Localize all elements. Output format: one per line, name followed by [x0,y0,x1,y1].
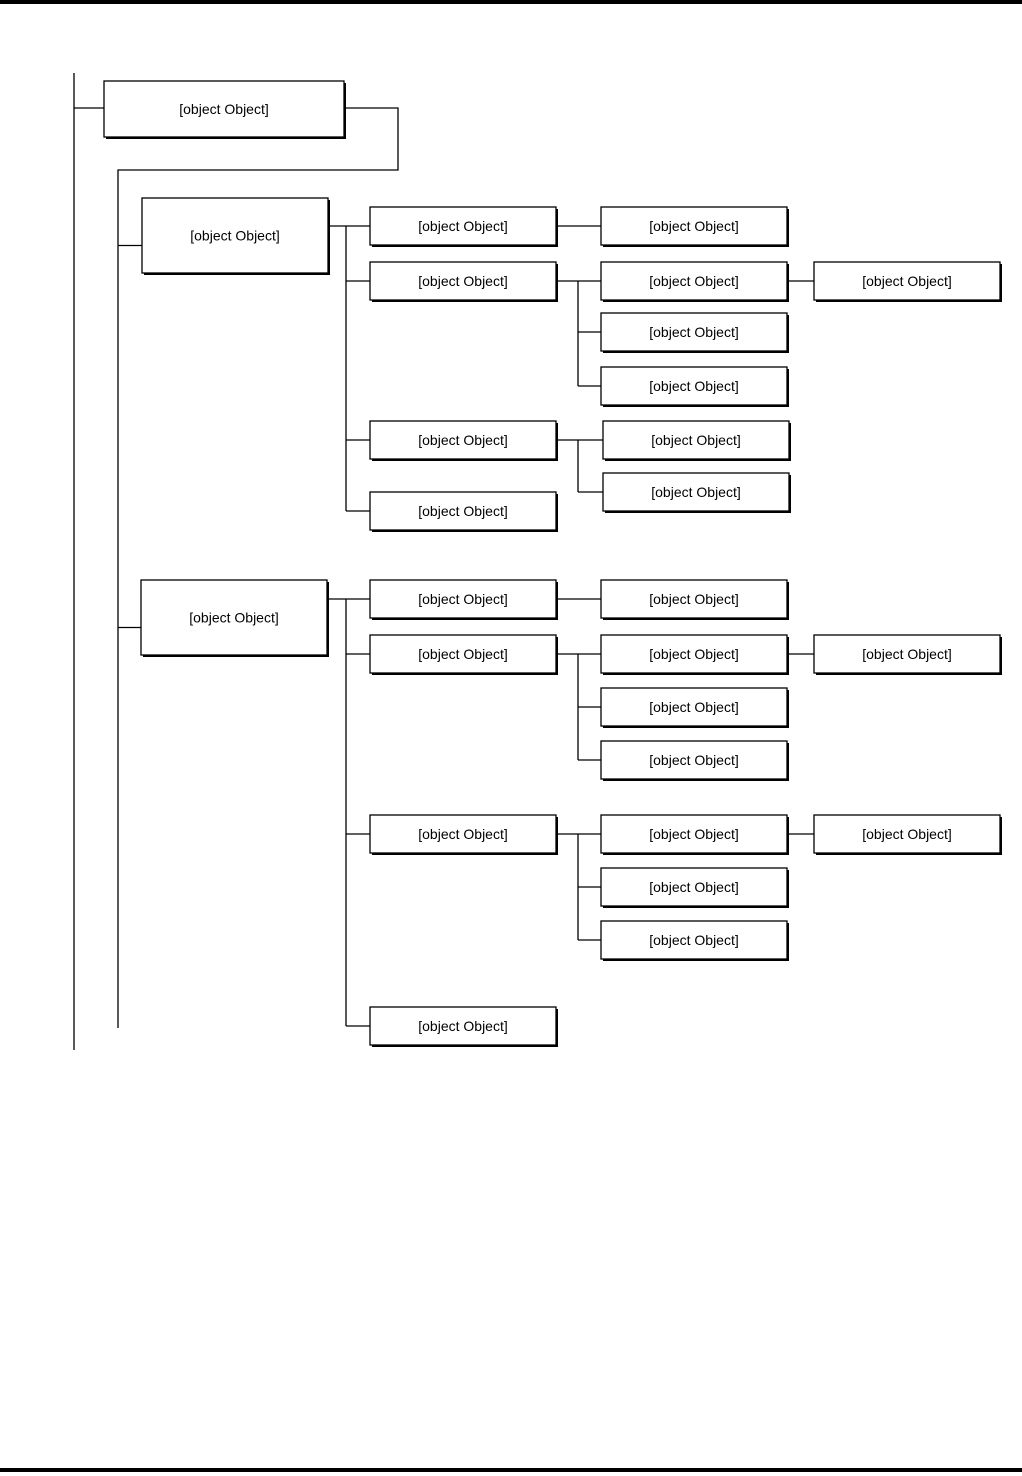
node-label: [object Object] [649,699,739,715]
level3-node-1-3-2: [object Object] [602,472,791,513]
node-label: [object Object] [190,228,280,244]
node-box [600,740,788,780]
node-label: [object Object] [418,273,508,289]
level3-node-1-2-3: [object Object] [600,366,789,407]
node-label: [object Object] [862,273,952,289]
node-box [600,261,788,301]
node-box [369,579,557,619]
node-box [602,472,790,512]
level3-node-1-2-2: [object Object] [600,312,789,353]
level3-node-2-2-3: [object Object] [600,740,789,781]
node-box [369,634,557,674]
node-label: [object Object] [418,646,508,662]
level3-node-2-3-2: [object Object] [600,867,789,908]
node-box [369,206,557,246]
node-label: [object Object] [418,503,508,519]
top-page-rule [0,0,1022,4]
node-box [369,261,557,301]
root-to-branch-connector [117,107,399,1028]
level2-node-1-1: [object Object] [369,206,558,247]
level3-node-2-3-1: [object Object] [600,814,789,855]
node-label: [object Object] [862,646,952,662]
node-label: [object Object] [418,218,508,234]
node-box [103,80,345,138]
node-box [600,579,788,619]
node-label: [object Object] [418,432,508,448]
node-label: [object Object] [649,273,739,289]
node-label: [object Object] [649,218,739,234]
node-box [369,420,557,460]
node-label: [object Object] [189,610,279,626]
node-label: [object Object] [649,879,739,895]
node-box [600,867,788,907]
node-box [600,366,788,406]
node-box [600,634,788,674]
level2-node-2-2: [object Object] [369,634,558,675]
node-box [813,814,1001,854]
connector-lines [73,73,814,1050]
bottom-page-rule [0,1468,1022,1472]
node-label: [object Object] [649,591,739,607]
node-box [600,206,788,246]
node-label: [object Object] [418,1018,508,1034]
node-label: [object Object] [649,932,739,948]
level3-node-2-2-2: [object Object] [600,687,789,728]
level3-node-2-3-3: [object Object] [600,920,789,961]
level3-node-2-1-1: [object Object] [600,579,789,620]
node-label: [object Object] [651,484,741,500]
node-label: [object Object] [179,101,269,117]
level3-node-2-2-1: [object Object] [600,634,789,675]
level2-node-2-1: [object Object] [369,579,558,620]
node-label: [object Object] [649,826,739,842]
node-label: [object Object] [649,646,739,662]
level2-node-2-4: [object Object] [369,1006,558,1047]
branch-node-2: [object Object] [140,579,329,657]
level2-node-1-2: [object Object] [369,261,558,302]
level3-node-1-1-1: [object Object] [600,206,789,247]
node-label: [object Object] [651,432,741,448]
node-box [369,814,557,854]
node-box [369,1006,557,1046]
node-box [141,197,329,274]
node-box [600,814,788,854]
root-node: [object Object] [103,80,346,139]
level4-node-2-3-1: [object Object] [813,814,1002,855]
level2-node-1-4: [object Object] [369,491,558,532]
level4-node-1-2-1: [object Object] [813,261,1002,302]
level2-node-1-3: [object Object] [369,420,558,461]
level3-node-1-2-1: [object Object] [600,261,789,302]
diagram-nodes: [object Object] [object Object] [object Ob… [103,80,1002,1047]
node-box [600,920,788,960]
node-box [140,579,328,656]
node-label: [object Object] [418,591,508,607]
node-label: [object Object] [649,324,739,340]
node-label: [object Object] [418,826,508,842]
level4-node-2-2-1: [object Object] [813,634,1002,675]
node-box [813,261,1001,301]
node-label: [object Object] [649,752,739,768]
node-box [369,491,557,531]
node-box [600,312,788,352]
node-box [813,634,1001,674]
node-box [602,420,790,460]
node-box [600,687,788,727]
level3-node-1-3-1: [object Object] [602,420,791,461]
node-label: [object Object] [649,378,739,394]
level2-node-2-3: [object Object] [369,814,558,855]
branch-node-1: [object Object] [141,197,330,275]
node-label: [object Object] [862,826,952,842]
